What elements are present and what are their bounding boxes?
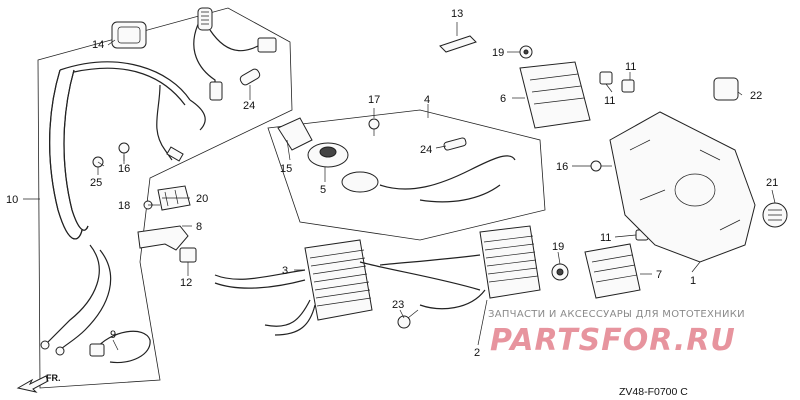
part-15-cap	[277, 117, 313, 151]
watermark-tagline: ЗАПЧАСТИ И АКСЕССУАРЫ ДЛЯ МОТОТЕХНИКИ	[488, 309, 745, 320]
leader-lines	[23, 22, 776, 351]
part-5-switch	[307, 142, 516, 203]
part-3-regulator	[214, 239, 481, 336]
callout-6: 6	[500, 93, 506, 105]
front-label: FR.	[46, 373, 61, 383]
diagram-code: ZV48-F0700 C	[619, 386, 688, 398]
part-25-bolt	[92, 156, 104, 175]
callout-9: 9	[110, 329, 116, 341]
part-2-regulator	[379, 225, 541, 310]
part-23-bolt	[397, 309, 419, 329]
callout-25: 25	[90, 177, 102, 189]
part-11-clip-a	[599, 71, 613, 85]
part-19-grommet	[519, 45, 533, 59]
callout-labels: 14 25 16 20 18 8 12 9 24 10 3 2 23 15 5 …	[6, 8, 778, 359]
part-13-clip	[439, 35, 477, 53]
part-16-bolt-b	[590, 160, 612, 172]
part-11-clip-b	[621, 79, 635, 93]
callout-17: 17	[368, 94, 380, 106]
callout-10: 10	[6, 194, 18, 206]
harness-group-outline	[37, 7, 293, 389]
callout-15: 15	[280, 163, 292, 175]
part-24-fuse	[239, 68, 261, 86]
callout-5: 5	[320, 184, 326, 196]
part-14-cover	[111, 21, 147, 49]
callout-18: 18	[118, 200, 130, 212]
part-9-strap	[89, 330, 151, 364]
watermark: ЗАПЧАСТИ И АКСЕССУАРЫ ДЛЯ МОТОТЕХНИКИ PA…	[488, 309, 745, 358]
part-17-bolt	[368, 118, 380, 136]
callout-11-c: 11	[600, 232, 611, 244]
part-24-fuse-b	[443, 137, 467, 151]
callout-4: 4	[424, 94, 430, 106]
part-12-connector	[179, 247, 197, 263]
callout-14: 14	[92, 39, 104, 51]
callout-24-left: 24	[243, 100, 255, 112]
part-22-cap	[713, 77, 739, 101]
front-arrow-icon	[16, 375, 49, 393]
wire-harness	[40, 7, 277, 356]
callout-20: 20	[196, 193, 208, 205]
part-8-bracket	[137, 225, 189, 251]
callout-3: 3	[282, 265, 288, 277]
part-21-relay	[762, 202, 788, 228]
callout-7: 7	[656, 269, 662, 281]
callout-21: 21	[766, 177, 778, 189]
switch-group-outline	[267, 109, 546, 241]
callout-12: 12	[180, 277, 192, 289]
part-19-grommet-b	[551, 263, 569, 281]
callout-19-bottom: 19	[552, 241, 564, 253]
callout-11-a: 11	[604, 95, 615, 107]
front-direction-marker: FR.	[16, 373, 61, 393]
part-1-bracket	[609, 111, 756, 263]
callout-8: 8	[196, 221, 202, 233]
callout-11-b: 11	[625, 61, 636, 73]
watermark-brand: PARTSFOR.RU	[490, 323, 736, 358]
part-6-holder	[519, 61, 591, 129]
callout-1: 1	[690, 275, 696, 287]
callout-2: 2	[474, 347, 480, 359]
callout-22: 22	[750, 90, 762, 102]
callout-19-top: 19	[492, 47, 504, 59]
callout-16-right: 16	[556, 161, 568, 173]
callout-24-right: 24	[420, 144, 432, 156]
callout-13: 13	[451, 8, 463, 20]
callout-23: 23	[392, 299, 404, 311]
callout-16-left: 16	[118, 163, 130, 175]
part-7-fuse-box	[584, 243, 641, 299]
